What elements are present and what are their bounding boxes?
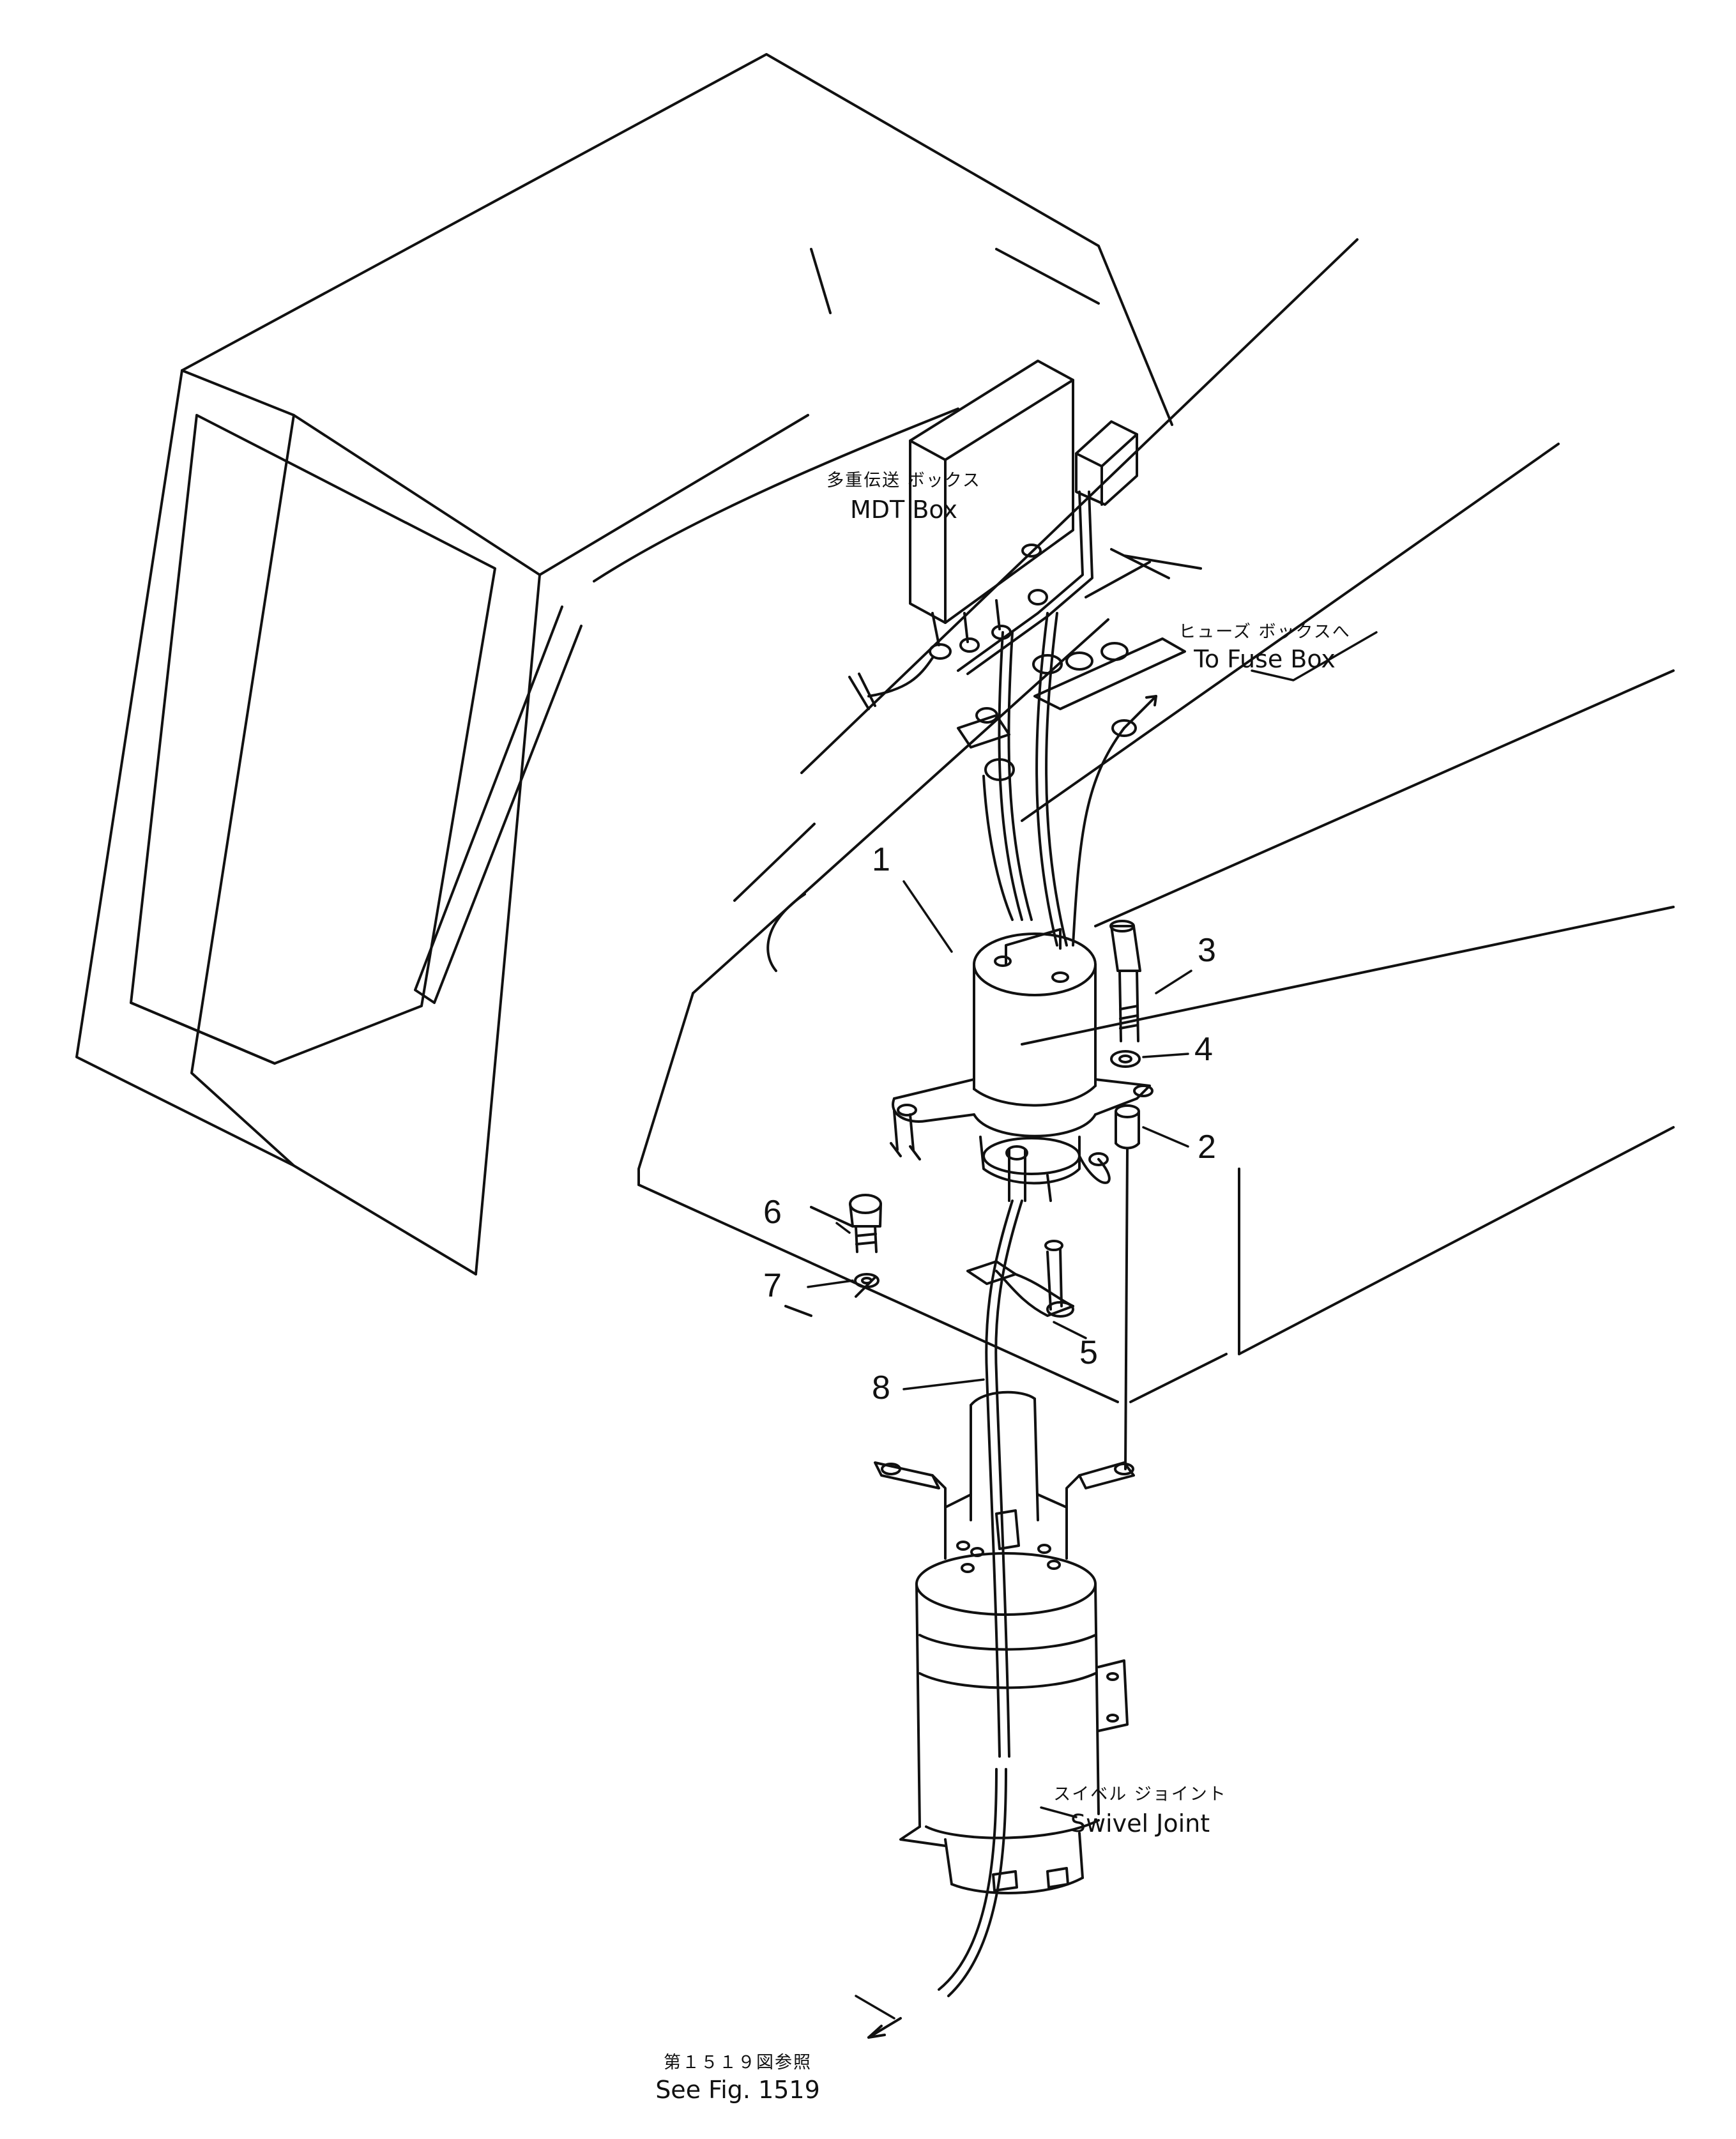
part-8-cable (867, 1199, 1023, 2039)
swivel-joint-label-en: Swivel Joint (1070, 1809, 1210, 1838)
swivel-joint (874, 1390, 1135, 1894)
callout-1: 1 (872, 841, 890, 878)
see-fig-label-jp: 第１５１９図参照 (664, 2053, 812, 2073)
part-3-bolt (1109, 920, 1141, 1042)
mdt-box-label-en: MDT Box (850, 496, 957, 524)
callout-2: 2 (1198, 1129, 1216, 1166)
wiring-harness (848, 491, 1202, 947)
part-5-bracket (966, 1240, 1074, 1318)
see-fig-label-en: See Fig. 1519 (655, 2076, 820, 2104)
mdt-box-label-jp: 多重伝送 ボックス (826, 471, 981, 491)
fuse-box-label-en: To Fuse Box (1194, 645, 1336, 673)
part-7-washer (854, 1273, 879, 1288)
callout-3: 3 (1198, 932, 1216, 969)
callout-6: 6 (763, 1194, 782, 1231)
callout-4: 4 (1194, 1031, 1213, 1068)
callout-7: 7 (763, 1267, 782, 1304)
fuse-box-label-jp: ヒューズ ボックスへ (1178, 622, 1351, 642)
part-6-bolt (849, 1194, 882, 1253)
mdt-box (909, 360, 1138, 660)
part-2-collar (1115, 1104, 1140, 1470)
part-1-swivel-collector (890, 928, 1154, 1202)
callout-5: 5 (1079, 1334, 1098, 1371)
swivel-joint-label-jp: スイベル ジョイント (1053, 1785, 1227, 1804)
upper-structure-outline (637, 238, 1675, 1403)
part-4-washer (1110, 1050, 1141, 1068)
leader-lines (807, 631, 1378, 2020)
cab-outline (75, 53, 1173, 1275)
callout-8: 8 (872, 1369, 890, 1406)
